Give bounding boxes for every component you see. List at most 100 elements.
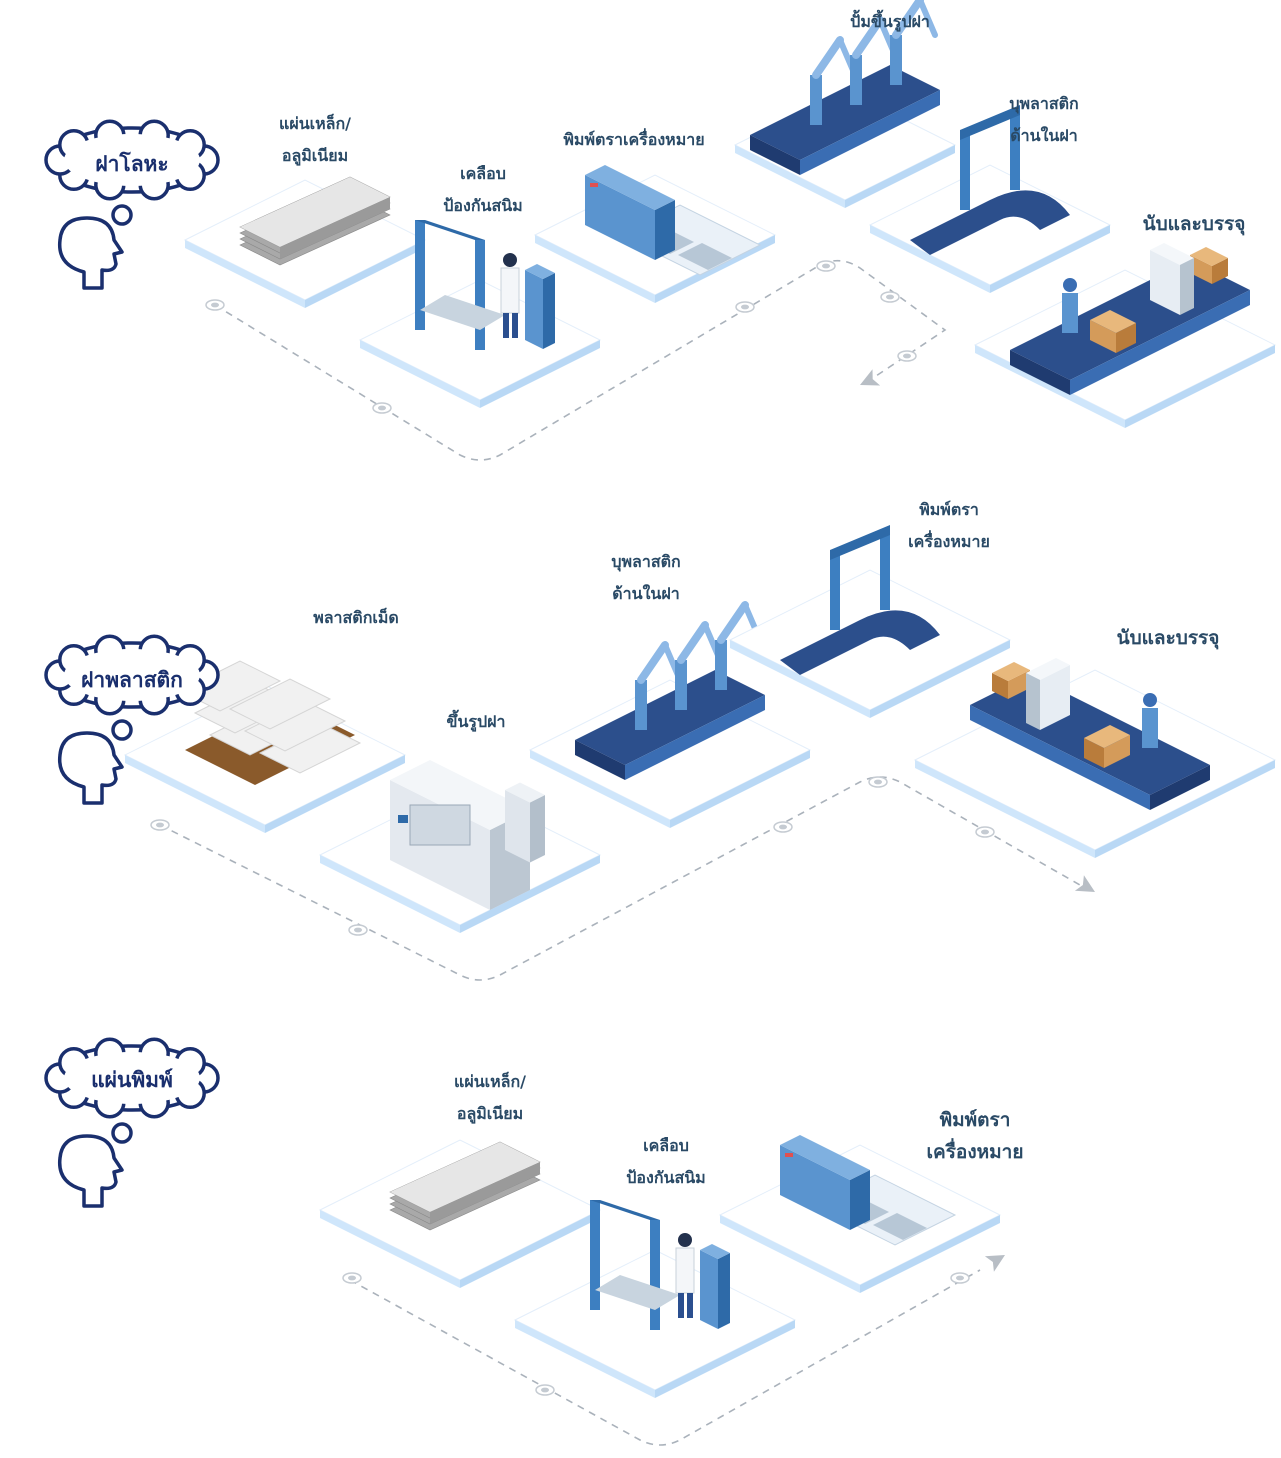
platform-edge-left — [320, 855, 460, 933]
arrow-shape — [860, 369, 881, 386]
robot-base — [635, 680, 647, 730]
tray-grid — [873, 1213, 927, 1240]
hood — [780, 1135, 870, 1230]
platform-edge-left — [870, 225, 990, 293]
pellet-bag — [228, 678, 332, 730]
robot-base — [810, 75, 822, 125]
label-metal-sheet: แผ่นเหล็ก/ อลูมิเนียม — [279, 114, 351, 165]
packing-line — [1010, 243, 1250, 395]
sheet-side — [430, 1162, 540, 1224]
arrow-shape — [984, 1255, 1005, 1272]
box-front — [1190, 255, 1212, 284]
platform-edge-right — [670, 750, 810, 828]
worker-coat — [675, 1247, 695, 1294]
platform-edge-right — [845, 145, 955, 208]
box-side — [718, 1253, 730, 1329]
label-count-pack-2: นับและบรรจุ — [1116, 627, 1220, 649]
box-side — [1026, 673, 1040, 730]
box-front — [1040, 665, 1070, 730]
belt-front — [1070, 290, 1250, 395]
frame-beam — [415, 220, 485, 240]
worker-head — [1143, 693, 1157, 707]
worker-leg — [678, 1293, 684, 1318]
platform-edge-right — [655, 1320, 795, 1398]
conveyor-top — [575, 670, 765, 765]
thinking-head — [57, 731, 124, 805]
platform-edge-left — [915, 760, 1095, 858]
gantry-beam — [960, 105, 1020, 140]
box-front — [1008, 670, 1030, 699]
platform-edge-right — [990, 225, 1110, 293]
robot-arm — [852, 16, 884, 59]
gantry-post-left — [960, 130, 970, 210]
platform-edge-left — [125, 755, 265, 833]
robot-base — [850, 55, 862, 105]
platform-edge-right — [460, 855, 600, 933]
box-top — [1084, 725, 1130, 748]
label-logo-printing-2: พิมพ์ตรา เครื่องหมาย — [908, 500, 990, 551]
printing-machine — [585, 165, 762, 276]
box-side — [850, 1170, 870, 1230]
coating-machine-3 — [590, 1200, 730, 1330]
platform-edge-right — [460, 1210, 600, 1288]
sheet-top — [240, 177, 390, 247]
platform-edge-left — [185, 240, 305, 308]
carton — [1090, 310, 1136, 353]
frame-beam — [590, 1200, 660, 1220]
lining-robot-line-2 — [575, 601, 765, 780]
robot-arm — [812, 36, 844, 79]
node-dot — [903, 353, 911, 359]
node-dot — [211, 302, 219, 308]
node-dot — [874, 779, 882, 785]
carton — [1084, 725, 1130, 768]
worker-leg — [687, 1293, 693, 1318]
bubble-fill — [64, 1052, 200, 1104]
box-side — [530, 795, 545, 863]
platform-edge-right — [265, 755, 405, 833]
node-dot — [348, 1275, 356, 1281]
bubble-dot-large — [111, 204, 133, 226]
bubble-fill — [64, 649, 200, 701]
box-top — [585, 165, 675, 210]
carton — [1190, 247, 1228, 284]
worker-head — [503, 253, 517, 267]
bubble-label-plastic-cap: ฝาพลาสติก — [81, 668, 183, 692]
box-top — [1026, 658, 1070, 680]
lining-gantry — [910, 105, 1070, 255]
box-top — [780, 1135, 870, 1180]
platform-edge-left — [730, 640, 870, 718]
box-top — [1190, 247, 1228, 266]
label-metal-sheet-3: แผ่นเหล็ก/ อลูมิเนียม — [454, 1072, 526, 1123]
worker-head — [1063, 278, 1077, 292]
bubble-dot-large — [111, 719, 133, 741]
curved-conveyor — [910, 190, 1070, 255]
box-front — [1090, 320, 1116, 353]
node-dot — [378, 405, 386, 411]
box-front — [585, 175, 655, 260]
thought-bubble-metal — [44, 119, 220, 290]
belt-side — [1150, 765, 1210, 810]
box-side — [543, 273, 555, 349]
node-dot — [741, 304, 749, 310]
box-top — [390, 760, 530, 830]
stamping-robot-line — [750, 0, 940, 175]
box-side — [655, 200, 675, 260]
box-top — [505, 782, 545, 803]
packing-line-2 — [970, 658, 1210, 810]
thinking-head — [57, 216, 124, 290]
label-rust-coating: เคลือบ ป้องกันสนิม — [443, 164, 523, 215]
gantry-post-right — [1010, 110, 1020, 190]
robot-arm — [677, 621, 709, 664]
box-front — [1150, 250, 1180, 315]
node-dot — [886, 294, 894, 300]
worker-leg — [503, 313, 509, 338]
control-panel — [525, 264, 555, 349]
box-top — [1150, 243, 1194, 265]
bubble-label-metal-cap: ฝาโลหะ — [95, 152, 169, 176]
node-dot — [156, 822, 164, 828]
platform-edge-left — [320, 1210, 460, 1288]
work-table — [595, 1275, 680, 1310]
platform-edge-left — [530, 750, 670, 828]
gantry-post-left — [830, 550, 840, 630]
